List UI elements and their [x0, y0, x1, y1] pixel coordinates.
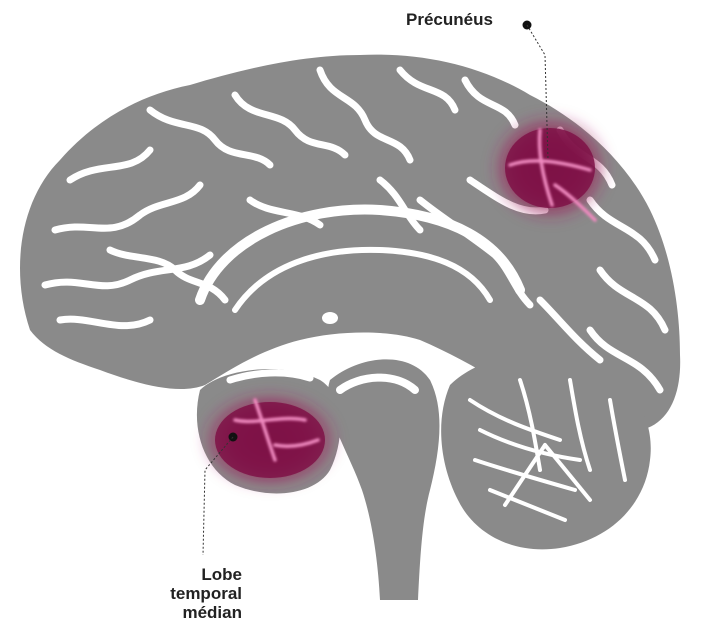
medial-temporal-lobe-label-line-2: temporal	[130, 584, 242, 603]
brainstem	[328, 359, 440, 600]
precuneus-label: Précunéus	[406, 10, 493, 29]
ventricle	[322, 312, 338, 324]
medial-temporal-lobe-label-line-1: Lobe	[130, 565, 242, 584]
precuneus-highlight	[490, 113, 610, 223]
medial-temporal-lobe-label-line-3: médian	[130, 603, 242, 622]
medial-temporal-lobe-label: Lobe temporal médian	[130, 565, 242, 622]
medial-temporal-highlight	[200, 390, 340, 490]
